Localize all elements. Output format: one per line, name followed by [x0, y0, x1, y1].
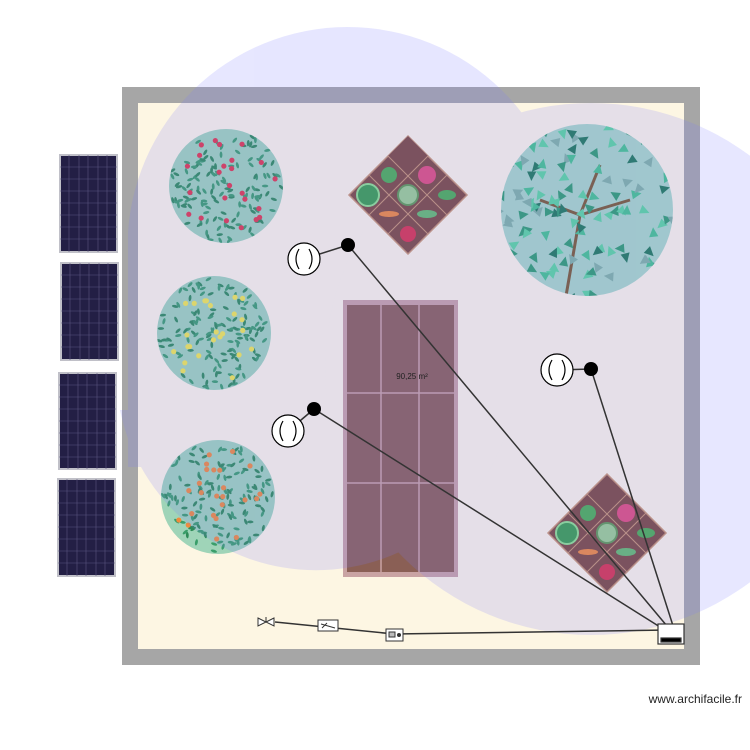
controller-box[interactable]: [657, 623, 685, 645]
valve-icon[interactable]: [257, 617, 275, 627]
solar-panel[interactable]: [60, 262, 119, 361]
coverage-zone: [120, 410, 512, 571]
irrigation-pipes: [274, 244, 676, 635]
watermark: www.archifacile.fr: [648, 692, 742, 706]
sprinkler[interactable]: [287, 238, 355, 276]
water-meter-icon[interactable]: [317, 619, 339, 632]
vegetable-garden[interactable]: [546, 472, 668, 594]
lemon-tree[interactable]: [156, 276, 271, 390]
solar-panel[interactable]: [57, 478, 116, 577]
sprinkler[interactable]: [271, 402, 321, 448]
solar-panel[interactable]: [59, 154, 118, 253]
coverage-zone: [325, 103, 750, 635]
orange-tree[interactable]: [160, 440, 275, 554]
solar-panel[interactable]: [58, 372, 117, 470]
apple-tree[interactable]: [169, 129, 285, 244]
vegetable-garden[interactable]: [347, 134, 469, 256]
room-area-label: 90,25 m²: [396, 372, 428, 381]
solar-panel-group: [57, 154, 119, 577]
sprinkler[interactable]: [540, 353, 598, 387]
court[interactable]: [343, 300, 458, 577]
programmer-icon[interactable]: [385, 628, 404, 642]
